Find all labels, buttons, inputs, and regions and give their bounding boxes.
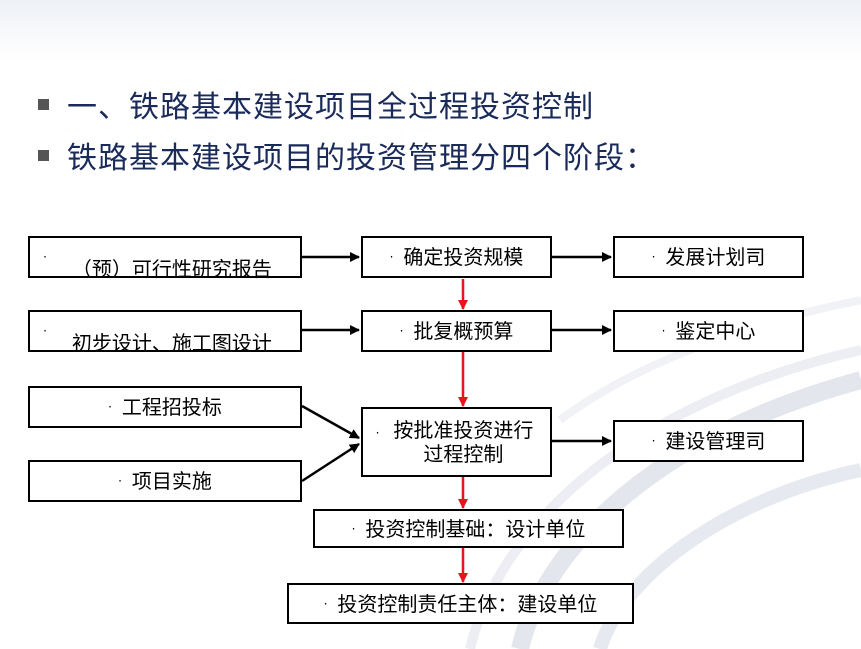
bullet-square-icon — [38, 149, 49, 161]
box-control-responsible-construction-unit: · 投资控制责任主体：建设单位 — [287, 583, 634, 624]
arrow-left4-to-mid3 — [301, 442, 360, 483]
box-process-control: · 按批准投资进行过程控制 — [361, 407, 552, 477]
box-preliminary-design: · 初步设计、施工图设计 — [28, 310, 302, 355]
bullet-text-2: 铁路基本建设项目的投资管理分四个阶段： — [67, 141, 656, 176]
box-construction-management-dept: · 建设管理司 — [613, 420, 804, 462]
box-appraisal-center: · 鉴定中心 — [613, 310, 804, 352]
box-development-planning-dept: · 发展计划司 — [613, 236, 804, 278]
bullet-square-icon — [38, 98, 49, 110]
arrow-left3-to-mid3 — [301, 404, 360, 440]
box-approve-budget: · 批复概预算 — [361, 310, 552, 352]
box-project-implementation: · 项目实施 — [28, 460, 302, 502]
top-gradient — [0, 0, 861, 60]
box-determine-investment-scale: · 确定投资规模 — [361, 236, 552, 278]
bullet-text-1: 一、铁路基本建设项目全过程投资控制 — [67, 90, 594, 125]
box-tendering: · 工程招投标 — [28, 386, 302, 428]
box-feasibility-report: · （预）可行性研究报告 — [28, 236, 302, 281]
bullet-line-2: 铁路基本建设项目的投资管理分四个阶段： — [38, 133, 656, 177]
box-control-basis-design-unit: · 投资控制基础：设计单位 — [313, 509, 624, 548]
bullet-line-1: 一、铁路基本建设项目全过程投资控制 — [38, 82, 594, 126]
